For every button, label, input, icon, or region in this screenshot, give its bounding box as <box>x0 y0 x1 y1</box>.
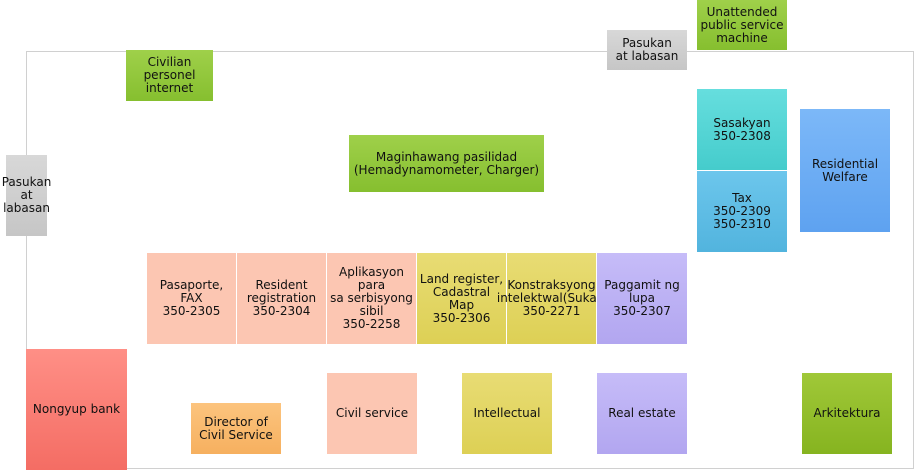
unattended-machine-box: Unattended public service machine <box>697 0 787 50</box>
entrance-top-label: Pasukan at labasan <box>615 36 679 63</box>
tax-box: Tax 350-2309 350-2310 <box>697 171 787 252</box>
land-register-box: Land register, Cadastral Map 350-2306 <box>417 253 507 344</box>
vehicle-label: Sasakyan 350-2308 <box>713 115 771 143</box>
real-estate-box: Real estate <box>597 373 687 454</box>
passport-label: Pasaporte, FAX 350-2305 <box>159 278 224 318</box>
civil-application-box: Aplikasyon para sa serbisyong sibil 350-… <box>327 253 417 344</box>
vehicle-box: Sasakyan 350-2308 <box>697 89 787 170</box>
civil-application-label: Aplikasyon para sa serbisyong sibil 350-… <box>330 265 413 331</box>
passport-box: Pasaporte, FAX 350-2305 <box>147 253 237 344</box>
resident-registration-label: Resident registration 350-2304 <box>246 278 317 318</box>
architecture-label: Arkitektura <box>813 406 881 420</box>
land-use-label: Paggamit ng lupa 350-2307 <box>604 278 680 318</box>
entrance-left-box: Pasukan at labasan <box>2 155 51 236</box>
floor-outline <box>26 51 914 469</box>
civil-service-box: Civil service <box>327 373 417 454</box>
land-register-label: Land register, Cadastral Map 350-2306 <box>419 271 504 325</box>
director-label: Director of Civil Service <box>199 414 273 442</box>
land-use-box: Paggamit ng lupa 350-2307 <box>597 253 687 344</box>
civilian-internet-label: Civilian personel internet <box>143 55 196 95</box>
residential-welfare-box: Residential Welfare <box>800 109 890 232</box>
construction-box: Konstraksyong intelektwal(Sukat) 350-227… <box>497 253 606 344</box>
tax-label: Tax 350-2309 350-2310 <box>713 191 771 231</box>
entrance-top-box: Pasukan at labasan <box>607 30 687 70</box>
nongyup-bank-label: Nongyup bank <box>32 402 121 416</box>
intellectual-box: Intellectual <box>462 373 552 454</box>
architecture-box: Arkitektura <box>802 373 892 454</box>
intellectual-label: Intellectual <box>473 406 541 420</box>
nongyup-bank-box: Nongyup bank <box>26 349 127 470</box>
construction-label: Konstraksyong intelektwal(Sukat) 350-227… <box>496 278 607 318</box>
real-estate-label: Real estate <box>608 406 676 420</box>
civilian-internet-box: Civilian personel internet <box>126 50 213 101</box>
civil-service-label: Civil service <box>335 406 409 420</box>
unattended-machine-label: Unattended public service machine <box>700 4 784 45</box>
residential-welfare-label: Residential Welfare <box>811 156 879 184</box>
entrance-left-label: Pasukan at labasan <box>1 175 52 215</box>
welfare-facility-label: Maginhawang pasilidad (Hemadynamometer, … <box>353 149 540 177</box>
welfare-facility-box: Maginhawang pasilidad (Hemadynamometer, … <box>349 135 544 192</box>
resident-registration-box: Resident registration 350-2304 <box>237 253 327 344</box>
director-box: Director of Civil Service <box>191 403 281 454</box>
